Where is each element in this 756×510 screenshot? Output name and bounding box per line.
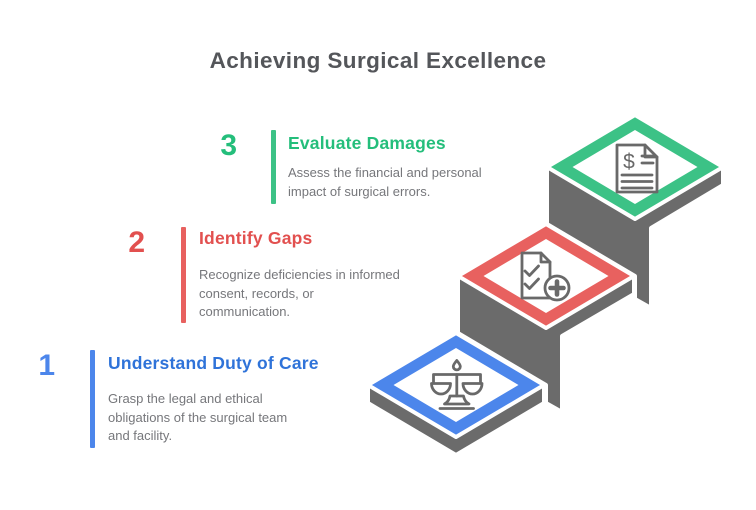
step-heading: Identify Gaps [199,228,313,248]
page-title: Achieving Surgical Excellence [209,48,547,73]
step-3-platform: $ [545,113,725,310]
dollar-glyph: $ [623,151,635,174]
step-3-diamond-face [572,130,698,204]
step-2-diamond-face [483,239,609,313]
step-number: 1 [38,349,55,382]
step-description: Assess the financial and personal impact… [288,164,482,201]
step-description-line: Assess the financial and personal [288,165,482,180]
step-description-line: Grasp the legal and ethical [108,391,263,406]
step-description: Recognize deficiencies in informed conse… [199,266,400,322]
document-checklist-plus-icon [520,251,571,302]
step-heading: Evaluate Damages [288,133,446,153]
step-description-line: consent, records, or [199,285,314,301]
step-heading: Understand Duty of Care [108,353,319,373]
step-description: Grasp the legal and ethical obligations … [108,390,287,446]
step-description-line: impact of surgical errors. [288,183,431,199]
step-description-line: Recognize deficiencies in informed [199,267,400,282]
step-2-platform [456,222,636,414]
step-description-line: and facility. [108,428,173,443]
step-description-line: communication. [199,304,291,319]
step-description-line: obligations of the surgical team [108,409,288,425]
step-1-platform [366,331,546,457]
step-accent-bar [181,227,186,323]
step-accent-bar [271,130,276,204]
step-accent-bar [90,350,95,448]
step-number: 3 [220,129,237,162]
balance-scale-icon [430,359,484,410]
invoice-dollar-icon: $ [615,143,659,194]
step-number: 2 [128,226,145,259]
